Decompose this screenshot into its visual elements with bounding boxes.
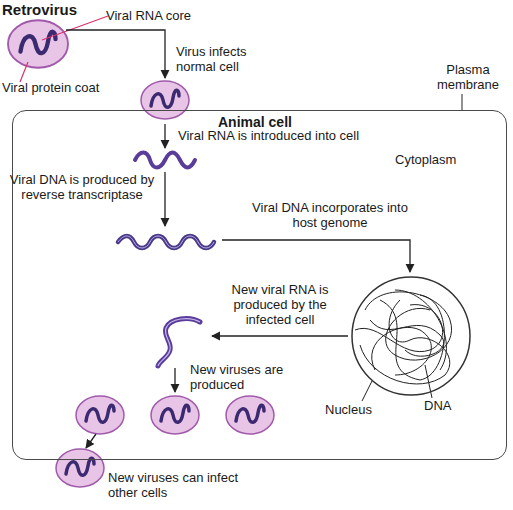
leader-line [20, 62, 28, 82]
dna-strand [370, 320, 444, 356]
nucleus-membrane [352, 277, 470, 395]
annotation: New viral RNA is produced by the infecte… [212, 282, 348, 327]
dna-strand [395, 290, 446, 370]
retrovirus-particle [8, 20, 68, 68]
node-label: Nucleus [325, 402, 372, 417]
annotation: Viral RNA core [106, 8, 191, 23]
annotation: Viral protein coat [2, 80, 99, 95]
annotation: New viruses are produced [190, 362, 290, 392]
host-dna [355, 290, 452, 384]
title-label: Retrovirus [2, 2, 102, 17]
viral-dna [118, 236, 214, 248]
flow-arrow [174, 368, 175, 392]
annotation: Virus infects normal cell [176, 44, 276, 74]
annotation: Plasma membrane [428, 62, 508, 92]
annotation: Viral DNA is produced by reverse transcr… [4, 172, 160, 202]
new-viral-rna [158, 319, 200, 366]
leader-line [462, 94, 463, 110]
annotation: Viral RNA is introduced into cell [178, 128, 359, 143]
flow-arrow [66, 30, 165, 78]
new-viral-rna [158, 319, 200, 366]
annotation: DNA [424, 398, 451, 413]
viral-dna [118, 236, 214, 248]
flow-arrow [164, 172, 165, 226]
leader-line [42, 16, 108, 40]
virus-particle [76, 396, 124, 434]
node-label: Animal cell [218, 115, 292, 130]
virus-particle [226, 396, 274, 434]
flow-arrow [222, 240, 410, 272]
viral-rna [135, 153, 195, 168]
flow-arrow [212, 335, 348, 336]
virus-particle [56, 449, 104, 487]
virus-particle [151, 396, 199, 434]
dna-strand [360, 300, 450, 384]
flow-arrow [164, 124, 165, 148]
flow-arrow [86, 434, 96, 448]
nucleus-outline [351, 276, 471, 396]
annotation: Cytoplasm [395, 152, 456, 167]
dna-strand [380, 295, 444, 380]
annotation: New viruses can infect other cells [108, 470, 258, 500]
leader-line [362, 381, 372, 401]
annotation: Viral DNA incorporates into host genome [250, 200, 410, 230]
nucleus: Nucleus [351, 276, 471, 396]
dna-strand [372, 327, 432, 375]
virus-particle [141, 81, 189, 119]
